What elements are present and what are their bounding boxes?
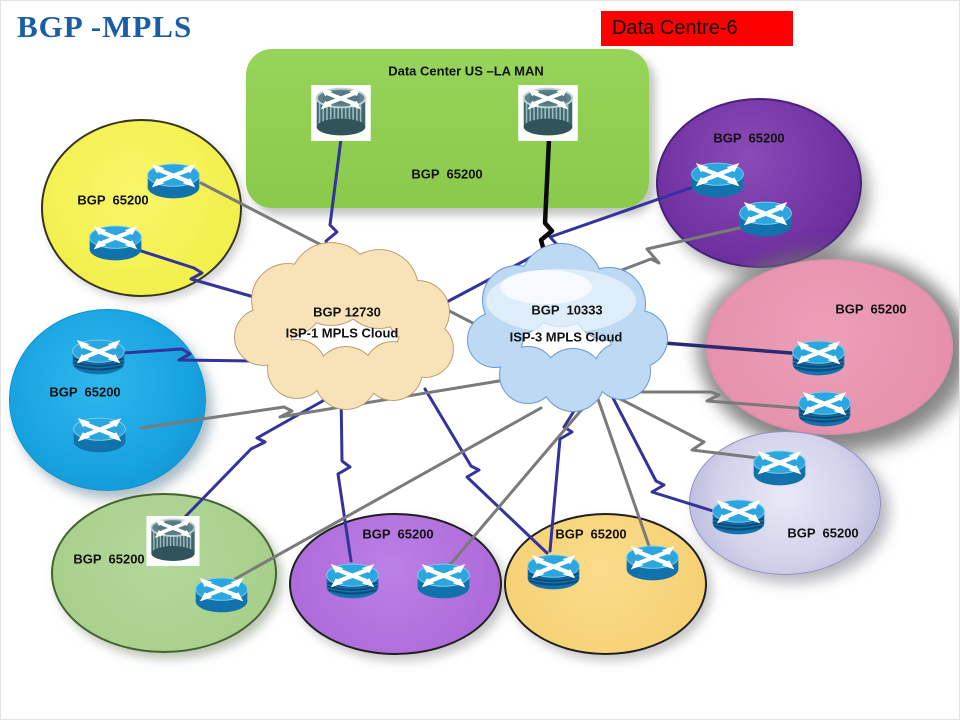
isp1-mpls-cloud bbox=[234, 242, 454, 410]
isp3-cloud-bgp: BGP 10333 bbox=[531, 302, 603, 318]
link-yellow-isp1 bbox=[133, 247, 256, 299]
link-isp3-bpurple2 bbox=[446, 399, 591, 569]
site-yellow-label: BGP 65200 bbox=[77, 192, 149, 208]
isp3-mpls-cloud bbox=[467, 243, 668, 412]
site-orange-label: BGP 65200 bbox=[555, 526, 627, 542]
link-isp1-green bbox=[181, 383, 353, 521]
link-isp3-lavender bbox=[611, 396, 715, 513]
link-green-isp3 bbox=[233, 406, 543, 581]
pink-switch-1-icon bbox=[790, 338, 847, 378]
site-blue-ellipse bbox=[9, 309, 206, 491]
site-blue-label: BGP 65200 bbox=[49, 384, 121, 400]
blue-router-icon bbox=[71, 415, 128, 455]
green-router-icon bbox=[193, 575, 250, 615]
data-centre-banner-label: Data Centre-6 bbox=[612, 17, 738, 39]
link-blue-isp1 bbox=[121, 347, 259, 363]
green-dc-router-icon bbox=[141, 516, 205, 566]
lavender-switch-icon bbox=[710, 497, 767, 537]
site-lavender-label: BGP 65200 bbox=[787, 525, 859, 541]
dc-router-1-icon bbox=[305, 85, 377, 141]
link-isp3-pink bbox=[649, 340, 793, 355]
lavender-router-icon bbox=[751, 448, 808, 488]
link-isp3-pink2 bbox=[623, 390, 800, 410]
bottom-purple-switch-icon bbox=[324, 561, 381, 601]
page-title: BGP -MPLS bbox=[17, 9, 193, 44]
orange-router-icon bbox=[624, 543, 681, 583]
link-isp1-orange bbox=[423, 387, 549, 555]
site-green-label: BGP 65200 bbox=[73, 551, 145, 567]
dc-router-2-icon bbox=[512, 85, 584, 141]
data-center-title: Data Center US –LA MAN bbox=[388, 63, 544, 79]
purple-router-1-icon bbox=[689, 160, 746, 200]
purple-router-2-icon bbox=[737, 199, 794, 239]
data-center-bgp-label: BGP 65200 bbox=[411, 166, 483, 182]
site-purple-label: BGP 65200 bbox=[713, 130, 785, 146]
isp1-cloud-bgp: BGP 12730 bbox=[313, 304, 381, 320]
pink-switch-2-icon bbox=[796, 389, 853, 429]
isp1-cloud-name: ISP-1 MPLS Cloud bbox=[285, 325, 399, 341]
connection-lines bbox=[121, 136, 800, 581]
site-bottom-purple-label: BGP 65200 bbox=[362, 526, 434, 542]
bottom-purple-router-icon bbox=[415, 561, 472, 601]
site-yellow-ellipse bbox=[41, 119, 242, 297]
link-isp3-orange bbox=[548, 401, 581, 553]
yellow-router-1-icon bbox=[145, 161, 202, 201]
yellow-router-2-icon bbox=[87, 223, 144, 263]
link-isp3-orange2 bbox=[596, 397, 651, 548]
data-centre-banner: Data Centre-6 bbox=[601, 11, 793, 46]
link-isp3-purple bbox=[599, 221, 763, 280]
isp-clouds bbox=[234, 242, 668, 412]
orange-switch-icon bbox=[525, 552, 582, 592]
blue-switch-icon bbox=[70, 337, 127, 377]
isp3-cloud-name: ISP-3 MPLS Cloud bbox=[509, 329, 623, 345]
site-pink-label: BGP 65200 bbox=[835, 301, 907, 317]
link-isp1-bpurple bbox=[336, 389, 353, 563]
